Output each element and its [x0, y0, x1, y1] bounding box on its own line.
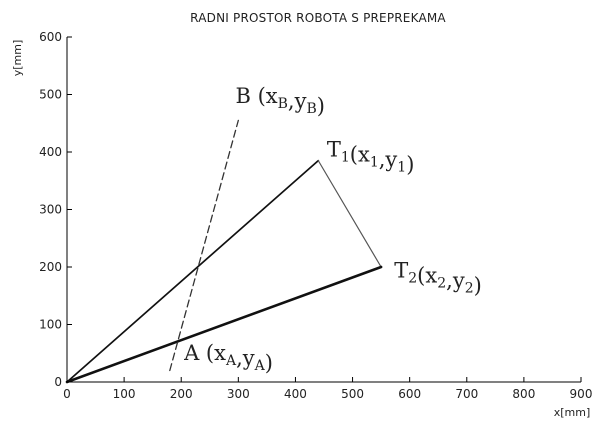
annotation-layer: B (xB,yB)T1(x1,y1) T2(x2,y2) A (xA,yA): [183, 84, 482, 375]
x-axis-label: x[mm]: [554, 406, 591, 419]
y-tick-label: 300: [39, 203, 62, 217]
line-origin-to-t1: [66, 159, 320, 383]
y-tick-label: 600: [39, 30, 62, 44]
annotation-t1: T1(x1,y1): [327, 138, 415, 177]
x-tick-label: 300: [227, 387, 250, 401]
y-tick-label: 0: [54, 375, 62, 389]
line-a-to-b-dashed: [169, 119, 239, 372]
chart-title: RADNI PROSTOR ROBOTA S PREPREKAMA: [190, 11, 446, 25]
x-tick-label: 400: [284, 387, 307, 401]
x-tick-label: 200: [170, 387, 193, 401]
x-tick-label: 700: [455, 387, 478, 401]
annotation-t2: T2(x2,y2): [394, 258, 482, 297]
y-tick-label: 100: [39, 318, 62, 332]
x-tick-label: 500: [341, 387, 364, 401]
x-tick-label: 800: [512, 387, 535, 401]
y-tick-label: 200: [39, 260, 62, 274]
x-tick-label: 0: [63, 387, 71, 401]
line-t1-to-t2: [317, 160, 382, 268]
series-layer: [65, 119, 383, 384]
line-origin-to-t2: [65, 265, 383, 384]
x-tick-label: 100: [113, 387, 136, 401]
annotation-b: B (xB,yB): [235, 84, 325, 118]
x-tick-label: 900: [570, 387, 593, 401]
axes-layer: [66, 37, 581, 383]
y-axis-label: y[mm]: [11, 40, 24, 77]
x-tick-label: 600: [398, 387, 421, 401]
ticks-layer: 0 100 200 300 400 500 600 700 800 900 0 100 200 300 40…: [39, 30, 592, 401]
y-tick-label: 400: [39, 145, 62, 159]
annotation-a: A (xA,yA): [183, 341, 273, 375]
y-tick-label: 500: [39, 88, 62, 102]
